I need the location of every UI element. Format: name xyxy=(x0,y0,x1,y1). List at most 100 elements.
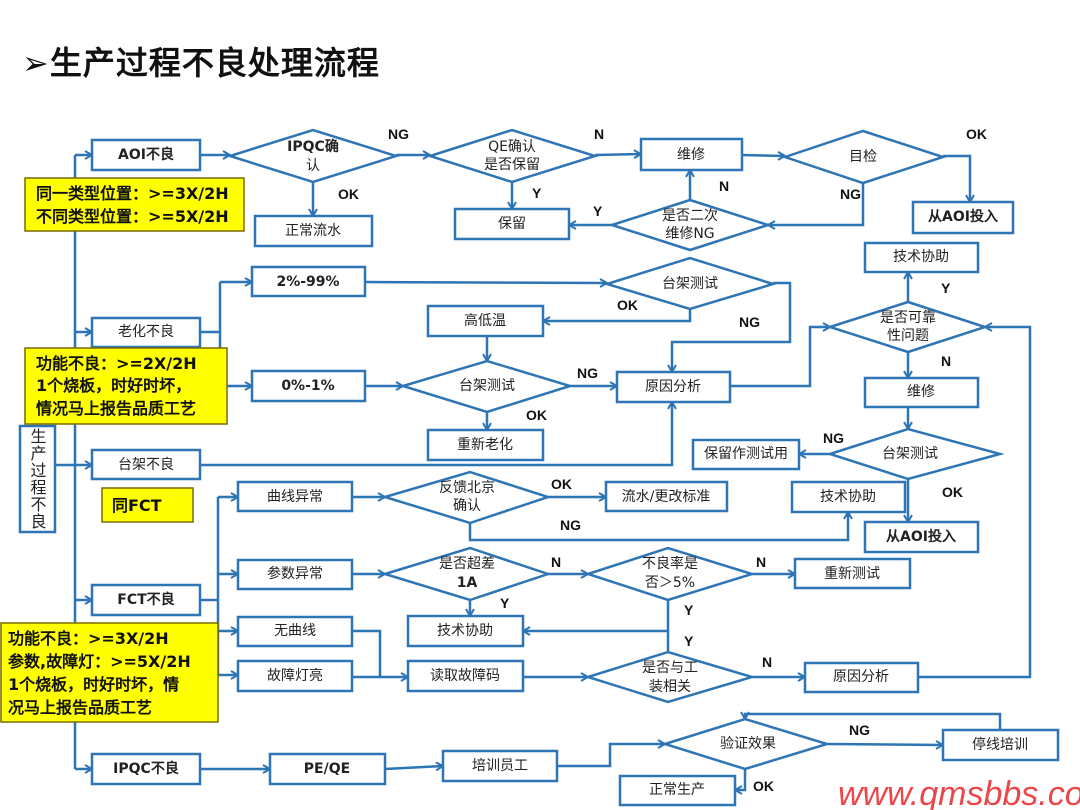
svg-text:同FCT: 同FCT xyxy=(112,496,162,515)
svg-text:况马上报告品质工艺: 况马上报告品质工艺 xyxy=(8,698,152,717)
label-ok: OK xyxy=(617,297,638,313)
svg-text:流水/更改标准: 流水/更改标准 xyxy=(622,489,711,505)
svg-text:生产过程不良: 生产过程不良 xyxy=(28,428,47,530)
box-2-99-percent[interactable]: 2%-99% xyxy=(250,265,367,298)
label-ok: OK xyxy=(753,778,774,794)
label-ok: OK xyxy=(338,186,359,202)
label-ok: OK xyxy=(942,484,963,500)
label-ng: NG xyxy=(388,126,409,142)
svg-text:技术协助: 技术协助 xyxy=(893,249,949,265)
svg-text:停线培训: 停线培训 xyxy=(972,736,1028,753)
box-normal-production[interactable]: 正常生产 xyxy=(618,774,737,807)
svg-text:老化不良: 老化不良 xyxy=(118,324,174,340)
process-defect-side-box: 生产过程不良 xyxy=(18,424,57,534)
decision-rack-test-1[interactable]: 台架测试 xyxy=(602,256,778,311)
svg-text:0%-1%: 0%-1% xyxy=(281,378,334,394)
label-n: N xyxy=(551,554,561,570)
box-aging-defect[interactable]: 老化不良 xyxy=(90,316,202,349)
svg-text:功能不良：>=3X/2H: 功能不良：>=3X/2H xyxy=(8,629,169,648)
box-normal-flow[interactable]: 正常流水 xyxy=(253,214,374,248)
svg-text:原因分析: 原因分析 xyxy=(645,379,701,395)
box-repair-right[interactable]: 维修 xyxy=(863,376,980,409)
label-y: Y xyxy=(532,185,542,201)
svg-text:台架不良: 台架不良 xyxy=(118,457,174,473)
svg-text:无曲线: 无曲线 xyxy=(274,623,316,639)
svg-text:培训员工: 培训员工 xyxy=(472,758,528,774)
svg-text:参数,故障灯：>=5X/2H: 参数,故障灯：>=5X/2H xyxy=(8,652,191,671)
box-0-1-percent[interactable]: 0%-1% xyxy=(250,369,367,403)
label-n: N xyxy=(941,353,951,369)
box-curve-abnormal[interactable]: 曲线异常 xyxy=(236,480,354,513)
svg-text:正常生产: 正常生产 xyxy=(649,782,705,798)
svg-text:技术协助: 技术协助 xyxy=(820,489,876,505)
svg-text:保留: 保留 xyxy=(498,216,526,232)
label-ng: NG xyxy=(840,186,861,202)
box-aoi-defect[interactable]: AOI不良 xyxy=(90,138,202,172)
box-flow-change-standard[interactable]: 流水/更改标准 xyxy=(604,480,729,513)
svg-text:装相关: 装相关 xyxy=(649,679,691,695)
box-root-cause-2[interactable]: 原因分析 xyxy=(803,661,920,694)
decision-rack-test-2[interactable]: 台架测试 xyxy=(398,359,575,414)
box-no-curve[interactable]: 无曲线 xyxy=(236,615,354,648)
svg-text:性问题: 性问题 xyxy=(887,328,929,344)
box-high-low-temp[interactable]: 高低温 xyxy=(426,304,545,338)
box-from-aoi-top[interactable]: 从AOI投入 xyxy=(911,200,1015,235)
svg-text:曲线异常: 曲线异常 xyxy=(267,489,323,505)
box-rack-defect[interactable]: 台架不良 xyxy=(90,448,202,481)
box-fct-defect[interactable]: FCT不良 xyxy=(90,583,202,617)
box-retain[interactable]: 保留 xyxy=(453,207,571,241)
box-repair-top[interactable]: 维修 xyxy=(639,137,744,172)
box-fault-light[interactable]: 故障灯亮 xyxy=(236,659,354,693)
box-read-fault-code[interactable]: 读取故障码 xyxy=(406,659,525,693)
svg-text:同一类型位置：>=3X/2H: 同一类型位置：>=3X/2H xyxy=(36,184,229,203)
note-rack-same-fct: 同FCT xyxy=(101,487,194,523)
svg-text:目检: 目检 xyxy=(849,149,877,165)
svg-text:故障灯亮: 故障灯亮 xyxy=(267,667,323,684)
svg-text:AOI不良: AOI不良 xyxy=(118,146,174,163)
decision-rack-test-3[interactable]: 台架测试 xyxy=(825,427,1005,481)
svg-text:功能不良：>=2X/2H: 功能不良：>=2X/2H xyxy=(36,354,197,373)
svg-text:台架测试: 台架测试 xyxy=(459,378,515,394)
box-tech-support-1[interactable]: 技术协助 xyxy=(863,241,980,274)
label-y: Y xyxy=(941,280,951,296)
label-y: Y xyxy=(593,203,603,219)
box-pe-qe[interactable]: PE/QE xyxy=(268,752,387,786)
box-retest[interactable]: 重新测试 xyxy=(793,557,912,590)
branch-labels: NG N OK Y Y N NG OK OK NG NG OK Y N NG O… xyxy=(338,126,987,794)
svg-text:否＞5%: 否＞5% xyxy=(645,575,695,591)
decision-verify-effect[interactable]: 验证效果 xyxy=(660,717,832,771)
label-ng: NG xyxy=(849,722,870,738)
svg-text:正常流水: 正常流水 xyxy=(285,223,341,239)
svg-text:2%-99%: 2%-99% xyxy=(276,274,339,290)
decision-visual-check[interactable]: 目检 xyxy=(781,129,948,185)
box-ipqc-defect[interactable]: IPQC不良 xyxy=(90,752,202,786)
box-re-aging[interactable]: 重新老化 xyxy=(426,428,545,462)
svg-text:FCT不良: FCT不良 xyxy=(117,591,174,608)
box-tech-support-2[interactable]: 技术协助 xyxy=(790,480,907,514)
box-param-abnormal[interactable]: 参数异常 xyxy=(236,558,354,591)
box-keep-for-test[interactable]: 保留作测试用 xyxy=(691,438,801,471)
note-fct-criteria: 功能不良：>=3X/2H 参数,故障灯：>=5X/2H 1个烧板，时好时坏，情 … xyxy=(0,622,219,723)
connectors xyxy=(55,154,1032,790)
label-n: N xyxy=(762,654,772,670)
box-tech-support-3[interactable]: 技术协助 xyxy=(406,614,525,648)
svg-text:参数异常: 参数异常 xyxy=(267,565,323,582)
box-stop-line-training[interactable]: 停线培训 xyxy=(941,728,1060,762)
svg-text:维修NG: 维修NG xyxy=(665,226,714,242)
label-y: Y xyxy=(684,633,694,649)
svg-text:1个烧板，时好时坏，情: 1个烧板，时好时坏，情 xyxy=(8,675,179,694)
svg-text:台架测试: 台架测试 xyxy=(882,446,938,462)
box-from-aoi-mid[interactable]: 从AOI投入 xyxy=(863,520,980,554)
box-root-cause-1[interactable]: 原因分析 xyxy=(615,370,732,404)
svg-text:PE/QE: PE/QE xyxy=(304,761,350,777)
watermark: www.qmsbbs.com xyxy=(838,775,1080,810)
box-train-staff[interactable]: 培训员工 xyxy=(441,749,559,783)
